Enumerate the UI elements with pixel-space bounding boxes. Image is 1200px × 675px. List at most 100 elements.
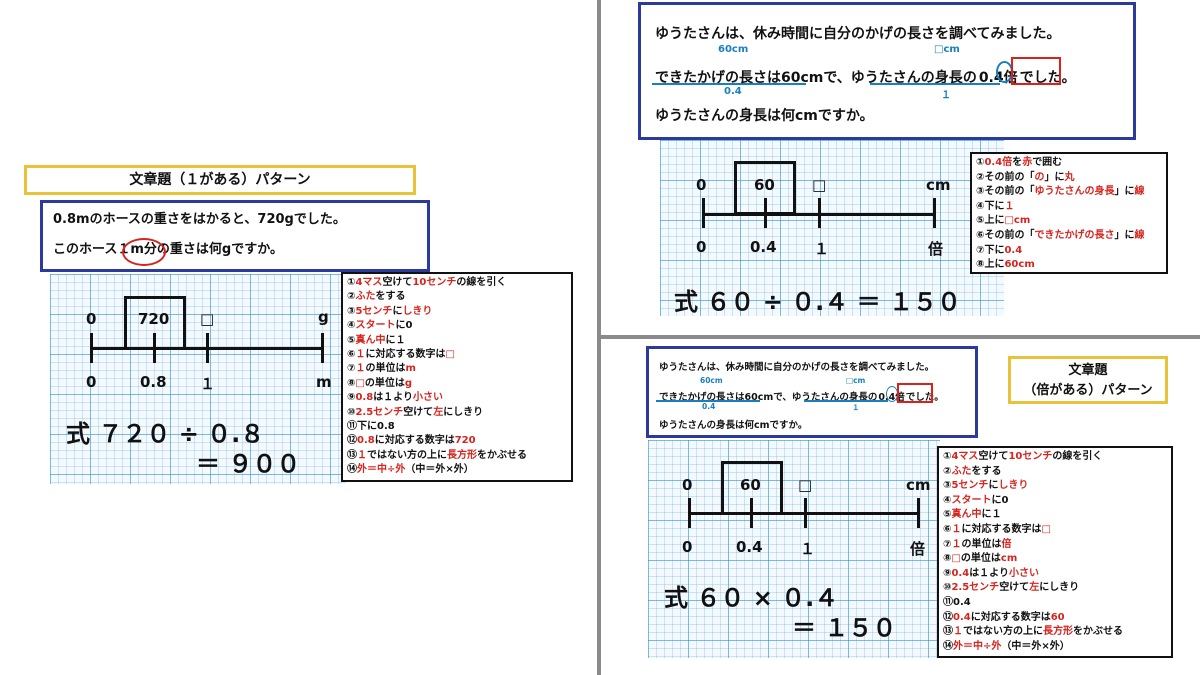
- br-anno-1: １: [852, 403, 860, 412]
- step-item: ③5センチにしきり: [943, 479, 1167, 494]
- step-text: １: [357, 449, 367, 461]
- br-diagram-bot-right: 倍: [910, 540, 926, 558]
- br-underline-60cm: [656, 400, 760, 402]
- step-number: ①: [976, 157, 985, 168]
- step-item: ④下に１: [976, 200, 1162, 215]
- tr-red-rect: [1011, 57, 1061, 85]
- step-text: の単位は: [960, 553, 1001, 565]
- step-number: ⑤: [943, 509, 952, 521]
- step-text: に対応する数字は: [365, 349, 446, 361]
- step-text: は１より: [969, 567, 1009, 579]
- step-item: ⑫0.4に対応する数字は60: [943, 611, 1167, 626]
- left-problem-box: 0.8mのホースの重さをはかると、720gでした。 このホース１m分の重さは何g…: [40, 200, 430, 272]
- left-diagram-tick-1: [206, 333, 209, 363]
- tr-anno-60cm-label: 60cm: [718, 44, 749, 55]
- step-text: ではない方の上に: [367, 449, 447, 461]
- br-formula-1: 式 ６０ × ０.４: [664, 584, 839, 612]
- step-number: ⑦: [347, 363, 356, 375]
- step-text: にしきり: [443, 406, 484, 418]
- left-diagram-box-value: 720: [138, 310, 170, 328]
- step-item: ③5センチにしきり: [347, 305, 567, 319]
- step-number: ⑧: [347, 377, 356, 389]
- br-underline-height: [804, 400, 888, 402]
- step-item: ①4マス空けて10センチの線を引く: [943, 450, 1167, 465]
- step-text: 小さい: [413, 392, 443, 404]
- step-text: の単位は: [365, 363, 406, 375]
- step-text: は１より: [373, 392, 413, 404]
- step-text: に１: [385, 334, 406, 346]
- tr-diagram-tick-04: [764, 198, 767, 228]
- step-text: 線: [1134, 186, 1145, 198]
- step-text: 赤: [1022, 157, 1033, 168]
- br-problem-box: ゆうたさんは、休み時間に自分のかげの長さを調べてみました。 できたかげの長さは6…: [646, 346, 978, 438]
- step-text: １: [953, 626, 963, 638]
- step-text: をかぶせる: [1073, 626, 1123, 638]
- br-anno-60cm: 60cm: [700, 376, 723, 385]
- step-text: （中＝外×外）: [405, 464, 474, 476]
- step-text: しきり: [402, 305, 433, 317]
- step-item: ⑬１ではない方の上に長方形をかぶせる: [347, 449, 567, 463]
- step-text: □: [951, 553, 961, 565]
- step-text: 下に: [984, 200, 1005, 212]
- br-problem-line1: ゆうたさんは、休み時間に自分のかげの長さを調べてみました。: [659, 362, 935, 373]
- left-diagram-bot-mid1: 0.8: [140, 373, 167, 391]
- tr-problem-line2-a: できたかげの長さは60cmで、ゆうたさんの身長: [655, 70, 963, 86]
- br-diagram-top-mid: □: [798, 476, 813, 494]
- step-item: ⑬１ではない方の上に長方形をかぶせる: [943, 625, 1167, 640]
- step-number: ⑭: [347, 464, 357, 476]
- step-number: ⑥: [347, 349, 356, 361]
- step-text: の線を引く: [456, 277, 507, 288]
- step-number: ⑤: [976, 215, 985, 227]
- step-number: ①: [943, 451, 952, 462]
- step-item: ⑩2.5センチ空けて左にしきり: [347, 406, 567, 420]
- step-text: に対応する数字は: [970, 611, 1051, 623]
- step-item: ⑥その前の「できたかげの長さ」に線: [976, 229, 1162, 244]
- step-text: に対応する数字は: [374, 435, 455, 447]
- step-number: ⑫: [347, 435, 357, 447]
- step-item: ⑪下に0.8: [347, 420, 567, 434]
- step-text: 0.4: [953, 611, 971, 623]
- left-diagram-bot-left: 0: [86, 373, 97, 391]
- step-number: ⑦: [943, 538, 952, 550]
- step-text: 0.8: [357, 435, 375, 447]
- step-number: ⑪: [943, 596, 953, 608]
- br-diagram-box-value: 60: [740, 476, 761, 494]
- tr-problem-box: ゆうたさんは、休み時間に自分のかげの長さを調べてみました。 できたかげの長さは6…: [638, 2, 1136, 140]
- step-text: の単位は: [961, 538, 1002, 550]
- left-grid-paper: [50, 274, 346, 484]
- left-diagram-tick-end: [321, 333, 324, 363]
- tr-problem-line2-c: でした。: [1019, 70, 1076, 86]
- br-diagram-top-right: cm: [906, 476, 931, 494]
- step-number: ④: [976, 200, 985, 212]
- step-item: ⑦１の単位は倍: [943, 538, 1167, 553]
- step-text: １: [1004, 200, 1015, 212]
- step-number: ⑭: [943, 640, 953, 652]
- br-grid-paper: [648, 440, 940, 658]
- step-text: で囲む: [1032, 157, 1063, 168]
- step-item: ⑫0.8に対応する数字は720: [347, 434, 567, 448]
- step-text: 上に: [984, 259, 1005, 271]
- step-item: ②ふたをする: [943, 465, 1167, 480]
- br-title: 文章題 （倍がある）パターン: [1008, 356, 1168, 404]
- step-text: に１: [981, 509, 1002, 521]
- step-text: 外＝中÷外: [357, 464, 406, 476]
- step-number: ⑬: [943, 626, 953, 638]
- step-text: の: [1034, 171, 1045, 183]
- step-item: ④スタートに0: [347, 319, 567, 333]
- left-problem-line2: このホース１m分の重さは何gですか。: [53, 239, 427, 261]
- step-item: ⑧上に60cm: [976, 258, 1162, 273]
- step-text: に0: [991, 494, 1009, 506]
- tr-underline-height: [870, 83, 1000, 85]
- step-number: ④: [347, 320, 356, 332]
- step-number: ⑫: [943, 611, 953, 623]
- br-formula-2: ＝ １５０: [792, 614, 897, 642]
- left-diagram-bot-right: m: [316, 373, 332, 391]
- step-text: 60cm: [1004, 259, 1035, 271]
- step-number: ②: [976, 171, 985, 183]
- step-text: 0.4: [951, 567, 970, 579]
- step-number: ⑧: [943, 553, 952, 565]
- step-item: ⑥１に対応する数字は□: [943, 523, 1167, 538]
